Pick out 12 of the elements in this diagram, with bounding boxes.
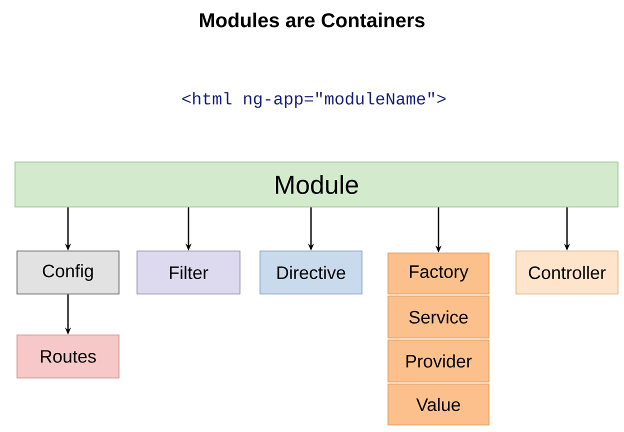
component-box: Config bbox=[16, 250, 120, 294]
component-box: Factory bbox=[388, 252, 490, 294]
module-bar: Module bbox=[14, 162, 618, 208]
component-box: Provider bbox=[388, 340, 490, 382]
component-box: Service bbox=[388, 296, 490, 338]
component-box: Value bbox=[388, 384, 490, 426]
component-box: Directive bbox=[260, 250, 362, 294]
component-box: Controller bbox=[516, 250, 618, 294]
code-line: <html ng-app="moduleName"> bbox=[182, 92, 446, 108]
component-box: Routes bbox=[16, 334, 120, 378]
title: Modules are Containers bbox=[200, 12, 425, 28]
component-box: Filter bbox=[136, 250, 240, 294]
